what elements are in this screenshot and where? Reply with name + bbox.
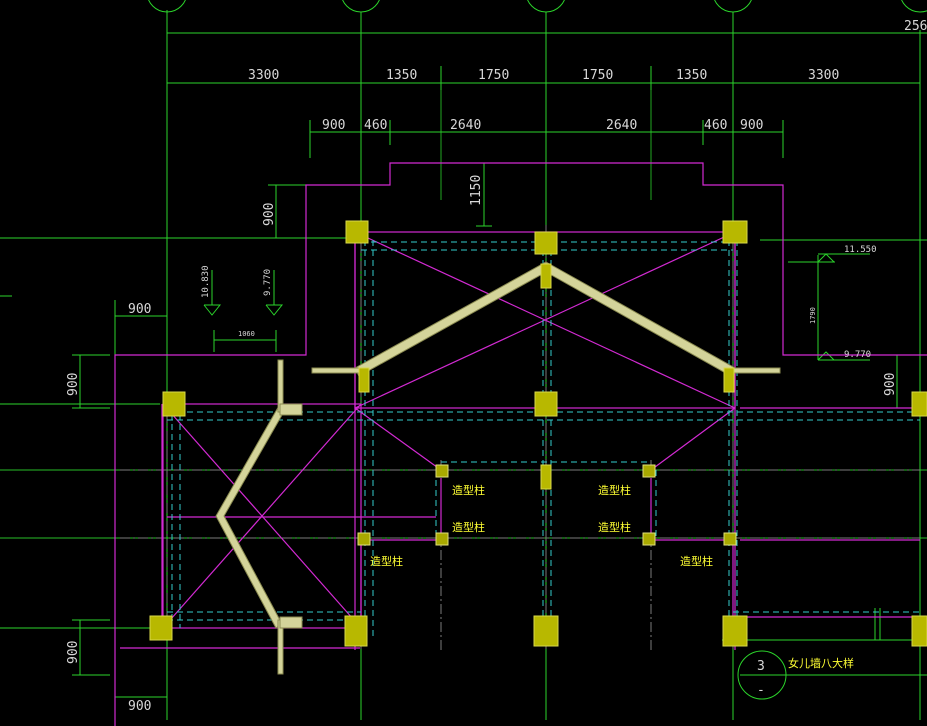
- label-decorative-column: 造型柱: [680, 554, 713, 568]
- column: [149, 615, 173, 641]
- dim-row1-5: 1350: [676, 68, 707, 83]
- dim-row2-6: 900: [740, 118, 763, 133]
- column: [345, 220, 369, 244]
- dim-overall: 256: [904, 19, 927, 34]
- dim-row1-6: 3300: [808, 68, 839, 83]
- column: [435, 464, 449, 478]
- elev-9770-left: 9.770: [263, 269, 273, 296]
- label-decorative-column: 造型柱: [452, 520, 485, 534]
- dim-1790: 1790: [809, 307, 817, 324]
- dim-900-left-v-lower: 900: [66, 641, 81, 664]
- elevation-markers: [203, 253, 870, 361]
- column: [642, 532, 656, 546]
- center-lines: [120, 225, 920, 650]
- label-decorative-column: 造型柱: [598, 483, 631, 497]
- beam-lines: [167, 240, 920, 640]
- detail-title: 女儿墙八大样: [788, 656, 854, 670]
- column: [911, 391, 927, 417]
- dim-1060: 1060: [238, 330, 255, 338]
- dim-1150: 1150: [469, 175, 484, 206]
- dimension-texts: 256 3300 1350 1750 1750 1350 3300 900 46…: [66, 19, 927, 714]
- column: [723, 367, 735, 393]
- detail-number: 3: [757, 659, 765, 674]
- column: [722, 220, 748, 244]
- column: [435, 532, 449, 546]
- column: [534, 391, 558, 417]
- dim-row2-3: 2640: [450, 118, 481, 133]
- grid-axes: [0, 10, 927, 720]
- elev-10830: 10.830: [201, 265, 211, 298]
- dim-row2-4: 2640: [606, 118, 637, 133]
- sloped-parapet-walls: [215, 261, 781, 675]
- detail-sub: -: [757, 683, 765, 698]
- column: [723, 532, 737, 546]
- column: [534, 231, 558, 255]
- dim-row2-5: 460: [704, 118, 727, 133]
- dim-row2-1: 900: [322, 118, 345, 133]
- column: [357, 532, 371, 546]
- columns: [149, 220, 927, 647]
- dim-900-upper: 900: [262, 203, 277, 226]
- elev-11550: 11.550: [844, 245, 877, 255]
- dimension-lines: [72, 26, 927, 720]
- column: [642, 464, 656, 478]
- column: [162, 391, 186, 417]
- dim-900-right: 900: [883, 373, 898, 396]
- column: [358, 367, 370, 393]
- dim-900-left-v: 900: [66, 373, 81, 396]
- dim-900-bottom: 900: [128, 699, 151, 714]
- dim-row2-2: 460: [364, 118, 387, 133]
- grid-bubbles-top: [148, 0, 927, 13]
- column: [540, 263, 552, 289]
- detail-callout: 3 - 女儿墙八大样: [737, 650, 854, 700]
- column: [722, 615, 748, 647]
- parapet-outline: [114, 162, 927, 726]
- dim-row1-3: 1750: [478, 68, 509, 83]
- detail-bubble: [737, 650, 787, 700]
- dim-row1-2: 1350: [386, 68, 417, 83]
- dim-row1-1: 3300: [248, 68, 279, 83]
- column: [344, 615, 368, 647]
- column: [911, 615, 927, 647]
- label-decorative-column: 造型柱: [598, 520, 631, 534]
- dim-row1-4: 1750: [582, 68, 613, 83]
- elev-9770-right: 9.770: [844, 350, 871, 360]
- column: [533, 615, 559, 647]
- dim-900-left-h: 900: [128, 302, 151, 317]
- column: [540, 464, 552, 490]
- column-labels: 造型柱 造型柱 造型柱 造型柱 造型柱 造型柱: [370, 483, 713, 568]
- label-decorative-column: 造型柱: [452, 483, 485, 497]
- label-decorative-column: 造型柱: [370, 554, 403, 568]
